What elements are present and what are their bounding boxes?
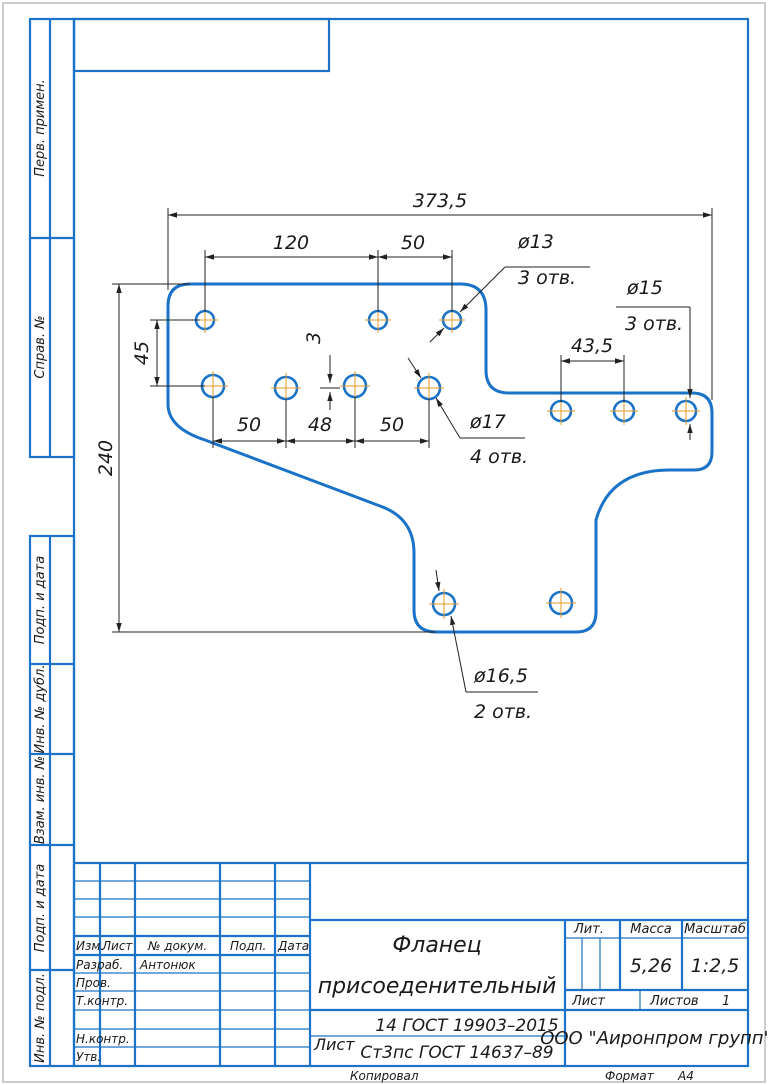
tb-mass-label: Масса	[630, 922, 671, 937]
dim-3: 3	[303, 332, 325, 344]
tb-mass-value: 5,26	[630, 955, 672, 977]
side-label-sprav-no: Справ. №	[33, 315, 48, 378]
tb-title-line1: Фланец	[392, 933, 481, 958]
dim-45: 45	[131, 341, 153, 365]
tb-role-utv: Утв.	[76, 1050, 101, 1064]
side-label-inv-dubl: Инв. № дубл.	[33, 665, 48, 754]
dim-50-top: 50	[401, 232, 425, 254]
dim-43-5: 43,5	[571, 335, 613, 357]
label-hole-16-5: ø16,5	[473, 665, 528, 687]
tb-scale-label: Масштаб	[684, 922, 746, 937]
label-hole-17: ø17	[469, 411, 506, 433]
left-side-strip	[28, 17, 76, 1068]
side-label-perv-primen: Перв. примен.	[33, 79, 48, 177]
tb-header-podp: Подп.	[230, 939, 266, 953]
tb-sheet-label: Лист	[571, 994, 605, 1009]
label-hole-15: ø15	[626, 277, 663, 299]
tb-material-prefix: Лист	[313, 1035, 355, 1054]
dim-120: 120	[273, 232, 309, 254]
dim-overall-width: 373,5	[413, 190, 467, 212]
label-hole-13: ø13	[517, 231, 554, 253]
tb-header-izm: Изм.	[76, 939, 104, 953]
tb-format-value: А4	[677, 1069, 694, 1083]
tb-copied-label: Копировал	[350, 1069, 419, 1083]
tb-sheets-label: Листов	[649, 994, 699, 1009]
label-hole-17-count: 4 отв.	[470, 446, 528, 468]
title-block-grid	[74, 861, 748, 1066]
flange-outline	[166, 282, 714, 634]
tb-role-tkontr: Т.контр.	[76, 994, 128, 1008]
tb-role-nkontr: Н.контр.	[76, 1032, 130, 1046]
top-left-box	[72, 17, 331, 73]
tb-lit-label: Лит.	[573, 922, 604, 937]
tb-role-prov: Пров.	[76, 976, 111, 990]
side-label-inv-podl: Инв. № подл.	[33, 973, 48, 1063]
side-label-podp-data-top: Подп. и дата	[33, 556, 48, 645]
label-hole-13-count: 3 отв.	[518, 267, 576, 289]
side-label-podp-data-bottom: Подп. и дата	[33, 864, 48, 953]
dim-240: 240	[95, 440, 117, 476]
tb-material-line2: Ст3пс ГОСТ 14637–89	[360, 1043, 553, 1063]
dim-50-mid: 50	[380, 414, 404, 436]
tb-scale-value: 1:2,5	[691, 955, 740, 977]
main-frame	[72, 17, 750, 1068]
tb-header-list: Лист	[101, 939, 133, 953]
tb-role-razrab: Разраб.	[76, 958, 123, 972]
tb-header-data: Дата	[277, 939, 309, 953]
tb-material-line1: 14 ГОСТ 19903–2015	[375, 1016, 558, 1036]
dim-50-left: 50	[237, 414, 261, 436]
tb-developer-name: Антонюк	[139, 958, 196, 972]
tb-format-label: Формат	[605, 1069, 655, 1083]
side-label-vzam-inv: Взам. инв. №	[33, 756, 48, 844]
label-hole-16-5-count: 2 отв.	[474, 701, 532, 723]
tb-title-line2: присоеденительный	[318, 974, 557, 999]
hole-group-17	[200, 373, 442, 401]
tb-sheets-count: 1	[722, 994, 730, 1009]
hole-group-13	[194, 309, 463, 331]
dim-48: 48	[308, 414, 332, 436]
dimension-lines	[112, 208, 713, 693]
label-hole-15-count: 3 отв.	[625, 313, 683, 335]
tb-organization: ООО "Аиронпром групп"	[540, 1028, 768, 1049]
tb-header-doc-no: № докум.	[147, 939, 207, 953]
